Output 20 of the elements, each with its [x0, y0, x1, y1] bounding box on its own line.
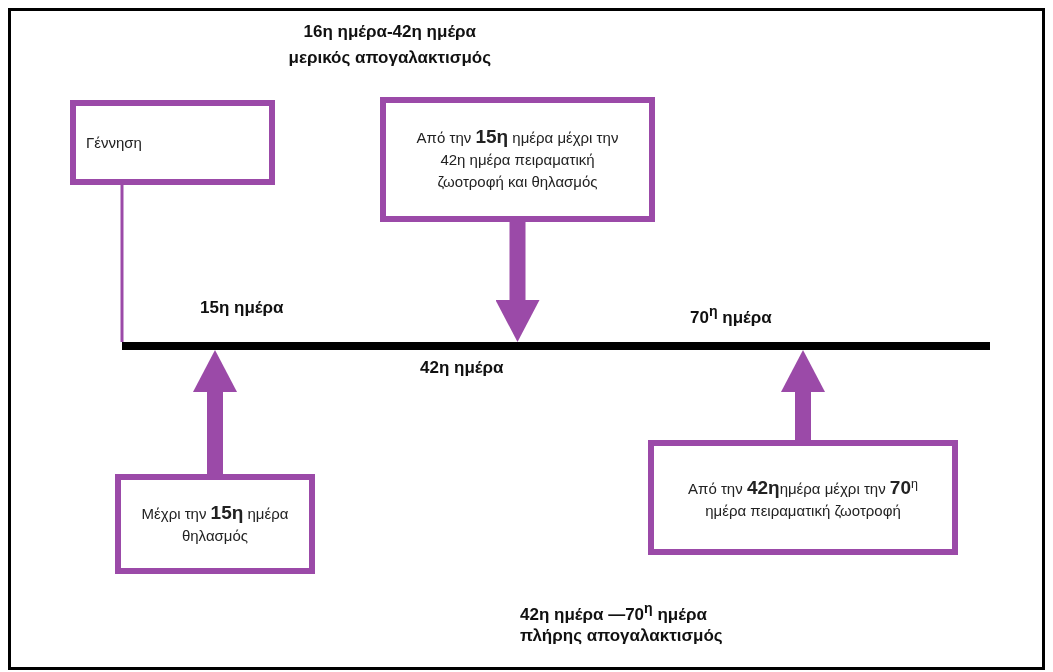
text-box: [380, 97, 655, 222]
box-text: Από την 15η ημέρα μέχρι την 42η ημέρα πειραματική ζωοτροφή και θηλασμός: [415, 126, 620, 192]
timeline-label: 15η ημέρα: [200, 298, 284, 318]
arrow: [781, 350, 825, 440]
timeline-label: πλήρης απογαλακτισμός: [520, 626, 723, 646]
timeline-label: 16η ημέρα-42η ημέρα: [303, 22, 477, 42]
arrow: [193, 350, 237, 474]
box-text: Μέχρι την 15η ημέρα θηλασμός: [140, 501, 290, 546]
text-box: [648, 440, 958, 555]
timeline-label: μερικός απογαλακτισμός: [288, 48, 492, 68]
text-box: [115, 474, 315, 574]
text-box: [70, 100, 275, 185]
timeline-label: 42η ημέρα —70$^{η}$ ημέρα: [520, 600, 707, 625]
timeline-label: 42η ημέρα: [420, 358, 504, 378]
timeline-label: 70$^{η}$ ημέρα: [690, 303, 772, 328]
arrow: [495, 222, 540, 342]
connector-line: [120, 185, 124, 342]
box-text: Γέννηση: [86, 132, 142, 153]
box-text: Από την 42ηημέρα μέχρι την 70$^{η}$ ημέρα πειραματική ζωοτροφή: [688, 476, 918, 521]
timeline-bar: [122, 342, 990, 350]
